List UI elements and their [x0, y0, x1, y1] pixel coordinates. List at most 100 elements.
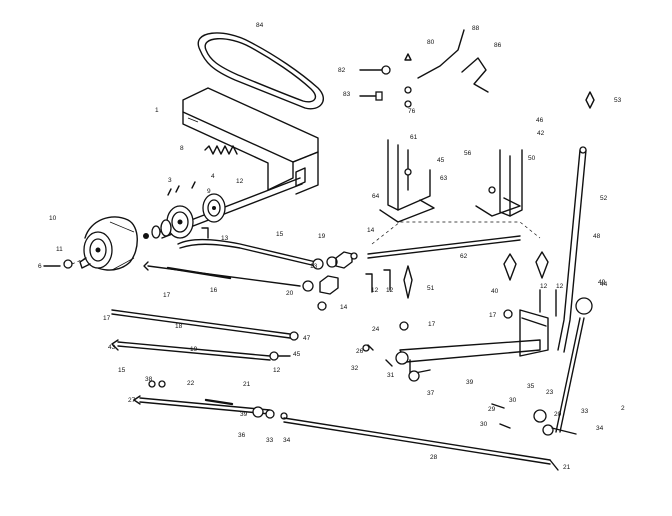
part-label-p17b: 17 — [103, 315, 111, 322]
part-label-p32: 32 — [351, 365, 359, 372]
part-label-p44: 44 — [600, 281, 608, 288]
part-label-p17a: 17 — [163, 292, 171, 299]
part-label-p3: 3 — [168, 177, 172, 184]
part-label-p29: 29 — [488, 406, 496, 413]
part-label-p49: 49 — [598, 279, 606, 286]
linkage-rod-lower — [139, 397, 288, 420]
part-label-p84: 84 — [256, 22, 264, 29]
part-label-p12f: 12 — [556, 283, 564, 290]
part-label-p22: 22 — [187, 380, 195, 387]
part-label-p37: 37 — [427, 390, 435, 397]
part-label-p45b: 45 — [437, 157, 445, 164]
pulley-key — [167, 181, 196, 196]
cross-shaft — [367, 221, 541, 259]
handle-knob — [575, 297, 593, 315]
part-label-p35: 35 — [527, 383, 535, 390]
part-label-p33: 33 — [266, 437, 274, 444]
mounting-bracket — [182, 87, 319, 195]
part-label-p80: 80 — [427, 39, 435, 46]
part-label-p50: 50 — [528, 155, 536, 162]
part-label-p38: 38 — [145, 376, 153, 383]
part-label-p15b: 15 — [118, 367, 126, 374]
part-label-p42: 42 — [537, 130, 545, 137]
part-label-p17c: 17 — [489, 312, 497, 319]
part-label-p88: 88 — [472, 25, 480, 32]
part-label-p39: 39 — [240, 411, 248, 418]
part-label-p10: 10 — [49, 215, 57, 222]
part-label-p21a: 21 — [243, 381, 251, 388]
adjusting-rod — [533, 317, 585, 436]
part-label-p17d: 17 — [428, 321, 436, 328]
lower-link-rod-b — [111, 339, 291, 361]
part-label-p27: 27 — [128, 397, 136, 404]
part-label-p63: 63 — [440, 175, 448, 182]
part-label-p83: 83 — [343, 91, 351, 98]
part-label-p16: 16 — [210, 287, 218, 294]
z-rod-86 — [461, 57, 489, 93]
part-label-p40: 40 — [491, 288, 499, 295]
part-label-p62: 62 — [460, 253, 468, 260]
part-label-p18: 18 — [175, 323, 183, 330]
part-label-p15: 15 — [276, 231, 284, 238]
part-label-p39b: 39 — [466, 379, 474, 386]
long-control-rod — [283, 417, 559, 471]
tension-spring — [204, 145, 238, 155]
part-label-p1: 1 — [155, 107, 159, 114]
part-label-p14b: 14 — [340, 304, 348, 311]
part-label-p52: 52 — [600, 195, 608, 202]
part-label-p23: 23 — [546, 389, 554, 396]
part-label-p34: 34 — [283, 437, 291, 444]
part-label-p12e: 12 — [540, 283, 548, 290]
pulley-hub — [143, 219, 172, 239]
part-label-p64: 64 — [372, 193, 380, 200]
part-label-p6: 6 — [38, 263, 42, 270]
part-label-p19b: 19 — [190, 346, 198, 353]
part-label-p86: 86 — [494, 42, 502, 49]
part-label-p20b: 20 — [554, 411, 562, 418]
part-label-p36: 36 — [238, 432, 246, 439]
part-label-p82: 82 — [338, 67, 346, 74]
part-label-p9: 9 — [207, 188, 211, 195]
z-rod-88 — [417, 29, 465, 79]
part-label-p76: 76 — [408, 108, 416, 115]
upper-link-rod — [177, 238, 358, 270]
part-label-p31: 31 — [387, 372, 395, 379]
part-label-p43: 43 — [108, 344, 116, 351]
clevis-pins — [133, 227, 557, 429]
left-upright-bracket — [379, 139, 435, 223]
part-label-p13b: 13 — [310, 263, 318, 270]
part-label-p12a: 12 — [236, 178, 244, 185]
electric-clutch-motor — [79, 216, 138, 271]
part-label-p24: 24 — [372, 326, 380, 333]
part-label-p34b: 34 — [596, 425, 604, 432]
lift-handle — [557, 91, 595, 353]
part-label-p30: 30 — [509, 397, 517, 404]
part-label-p53: 53 — [614, 97, 622, 104]
lower-link-rod-a — [111, 309, 299, 341]
part-label-p14: 14 — [367, 227, 375, 234]
pulley-small — [202, 193, 226, 223]
part-label-p30b: 30 — [480, 421, 488, 428]
part-label-p28: 28 — [430, 454, 438, 461]
part-label-p61: 61 — [410, 134, 418, 141]
part-label-p11: 11 — [56, 246, 63, 253]
part-label-p56: 56 — [464, 150, 472, 157]
pulley-large — [166, 205, 194, 239]
part-label-p45: 45 — [293, 351, 301, 358]
part-label-p48: 48 — [593, 233, 601, 240]
part-label-p26: 26 — [356, 348, 364, 355]
part-label-p13: 13 — [221, 235, 229, 242]
part-label-p20: 20 — [286, 290, 294, 297]
part-label-p4: 4 — [211, 173, 215, 180]
part-label-p46: 46 — [536, 117, 544, 124]
right-upright-bracket — [475, 149, 523, 217]
part-label-p12c: 12 — [371, 287, 379, 294]
part-label-p8: 8 — [180, 145, 184, 152]
part-label-p21b: 21 — [563, 464, 571, 471]
motor-bolt — [43, 257, 87, 269]
bolt-set-upper — [359, 53, 412, 108]
turnbuckle-rod — [143, 261, 339, 311]
part-label-p33b: 33 — [581, 408, 589, 415]
